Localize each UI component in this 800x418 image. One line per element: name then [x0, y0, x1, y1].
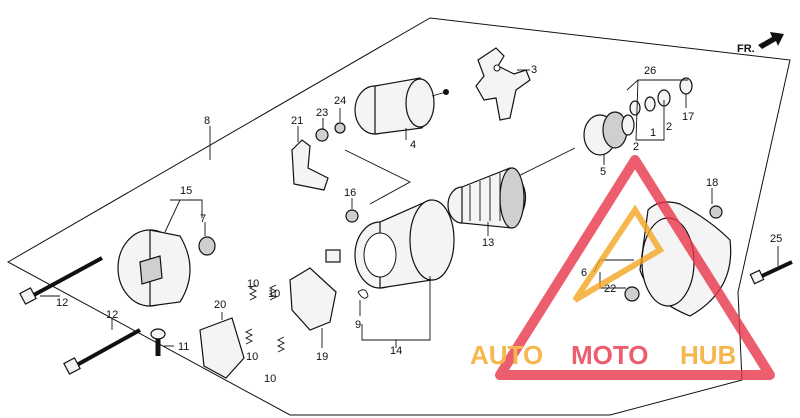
- callout-21: 21: [291, 115, 303, 127]
- callout-26: 26: [644, 65, 656, 77]
- callout-22: 22: [604, 283, 616, 295]
- watermark-text-moto: MOTO: [571, 340, 649, 370]
- callout-3: 3: [531, 64, 537, 76]
- callout-10-b: 10: [268, 288, 280, 300]
- callout-17: 17: [682, 111, 694, 123]
- callout-23: 23: [316, 107, 328, 119]
- part-brush-plate: [199, 317, 245, 379]
- callout-1: 1: [650, 127, 656, 139]
- callout-7: 7: [200, 213, 206, 225]
- callout-18: 18: [706, 177, 718, 189]
- front-direction-indicator: FR.: [737, 32, 784, 55]
- callout-10-a: 10: [247, 278, 259, 290]
- part-bolt-25: [749, 260, 793, 285]
- callout-11: 11: [178, 341, 189, 353]
- part-bolt-11: [150, 328, 166, 356]
- watermark-text-hub: HUB: [680, 340, 736, 370]
- watermark-inner-triangle-icon: [572, 204, 665, 303]
- part-through-bolts: [19, 256, 141, 375]
- front-arrow-icon: [758, 32, 784, 49]
- callout-2-right: 2: [666, 121, 672, 133]
- callout-2-left: 2: [633, 141, 639, 153]
- part-brush-holder: [289, 267, 337, 331]
- part-lever: [291, 139, 329, 191]
- callout-20: 20: [214, 299, 226, 311]
- part-yoke: [354, 199, 455, 289]
- part-clip-9: [357, 289, 369, 299]
- part-bracket: [475, 47, 531, 121]
- callout-19: 19: [316, 351, 328, 363]
- callout-10-d: 10: [264, 373, 276, 385]
- part-nut-18: [709, 205, 723, 219]
- callout-24: 24: [334, 95, 346, 107]
- part-bushing: [198, 236, 216, 256]
- part-washer-24: [334, 122, 346, 134]
- watermark-triangle-icon: [495, 155, 775, 380]
- callout-numbers: 3 4 21 23 24 8 15 7 16 13 5 26 2 1 2 17 …: [56, 64, 782, 385]
- callout-8: 8: [204, 115, 210, 127]
- part-nut-23: [315, 128, 329, 142]
- svg-text:FR.: FR.: [737, 43, 755, 55]
- callout-12-upper: 12: [56, 297, 68, 309]
- callout-15: 15: [180, 185, 192, 197]
- callout-9: 9: [355, 319, 361, 331]
- callout-12-lower: 12: [106, 309, 118, 321]
- part-solenoid: [354, 77, 449, 135]
- part-block: [325, 249, 341, 263]
- callout-6: 6: [581, 267, 587, 279]
- part-bushing-22: [624, 286, 640, 302]
- watermark-logo: AUTO MOTO HUB: [470, 155, 775, 380]
- callout-16: 16: [344, 187, 356, 199]
- callout-25: 25: [770, 233, 782, 245]
- part-rear-cover: [117, 229, 191, 307]
- part-nut-16: [345, 209, 359, 223]
- callout-14: 14: [390, 345, 402, 357]
- part-springs: [244, 284, 286, 353]
- callout-4: 4: [410, 139, 416, 151]
- part-pinion: [583, 111, 635, 156]
- part-armature: [447, 147, 576, 229]
- watermark-text-auto: AUTO: [470, 340, 543, 370]
- callout-13: 13: [482, 237, 494, 249]
- callout-5: 5: [600, 166, 606, 178]
- callout-10-c: 10: [246, 351, 258, 363]
- part-ring-set: [629, 77, 693, 116]
